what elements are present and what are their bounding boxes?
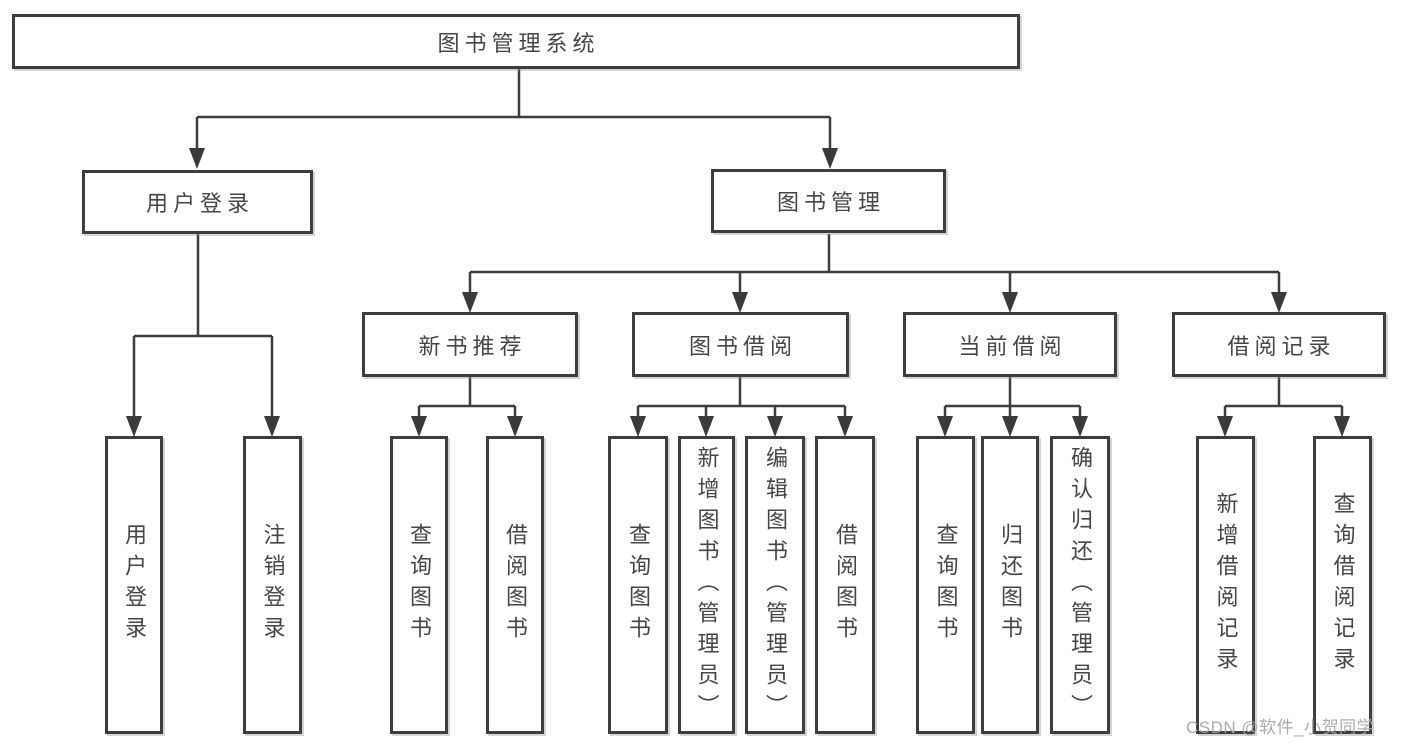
- leaf-query-books-current: 查询图书: [916, 436, 975, 734]
- node-current-borrowing: 当前借阅: [903, 312, 1117, 377]
- leaf-logout: 注销登录: [243, 436, 302, 734]
- node-book-management: 图书管理: [711, 169, 946, 233]
- leaf-add-borrow-record: 新增借阅记录: [1196, 436, 1255, 734]
- leaf-query-borrow-record: 查询借阅记录: [1313, 436, 1372, 734]
- leaf-query-books-borrowing: 查询图书: [608, 436, 668, 734]
- leaf-return-books: 归还图书: [981, 436, 1039, 734]
- leaf-user-login: 用户登录: [105, 436, 163, 734]
- leaf-borrow-books-recommend: 借阅图书: [486, 436, 544, 734]
- watermark: CSDN @软件_小贺同学: [1186, 718, 1375, 737]
- tree-edges: [132, 69, 1344, 418]
- leaf-edit-book-admin: 编辑图书（管理员）: [745, 436, 805, 734]
- node-book-borrowing: 图书借阅: [632, 312, 849, 377]
- leaf-confirm-return-admin: 确认归还（管理员）: [1050, 436, 1110, 734]
- node-library-management-system: 图书管理系统: [12, 14, 1020, 69]
- arrow-down-icons: [126, 148, 1350, 437]
- node-borrowing-records: 借阅记录: [1172, 312, 1386, 377]
- node-user-login: 用户登录: [82, 170, 313, 234]
- node-new-book-recommendation: 新书推荐: [362, 312, 578, 377]
- leaf-query-books-recommend: 查询图书: [390, 436, 448, 734]
- leaf-borrow-books-borrowing: 借阅图书: [815, 436, 875, 734]
- leaf-add-book-admin: 新增图书（管理员）: [678, 436, 735, 734]
